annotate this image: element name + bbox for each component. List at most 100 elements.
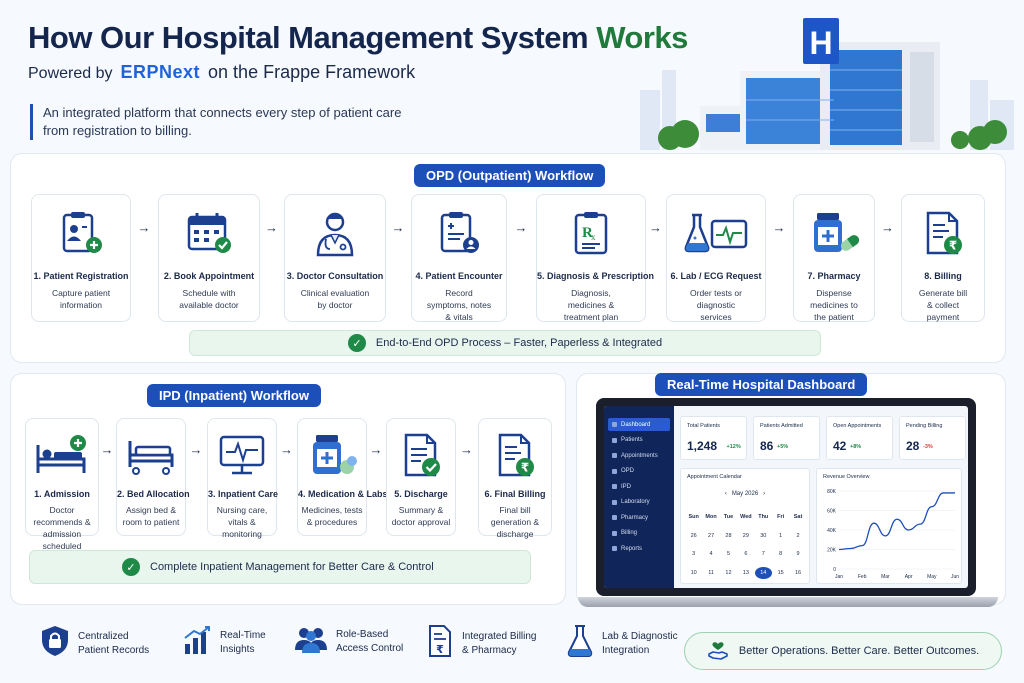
x-tick-label: Jan <box>835 574 843 580</box>
sidebar-item-label: OPD <box>621 468 635 474</box>
opd-step-title: 6. Lab / ECG Request <box>670 271 762 281</box>
revenue-title: Revenue Overview <box>823 474 870 480</box>
billing-icon: ₹ <box>426 624 454 663</box>
ipd-step-title: 2. Bed Allocation <box>117 489 190 499</box>
feature-item: ₹Integrated Billing & Pharmacy <box>426 624 540 663</box>
kpi-label: Open Appointments <box>833 423 882 429</box>
ipd-step-title: 1. Admission <box>34 489 90 499</box>
ipd-step-title: 5. Discharge <box>394 489 448 499</box>
calendar-date[interactable]: 9 <box>796 551 800 557</box>
flow-arrow-icon: → <box>189 442 203 457</box>
opd-title: OPD (Outpatient) Workflow <box>414 164 606 187</box>
revenue-line <box>838 492 955 551</box>
calendar-date[interactable]: 1 <box>779 532 783 539</box>
sidebar-item-laboratory[interactable]: Laboratory <box>608 496 670 509</box>
calendar-date[interactable]: 30 <box>760 532 767 539</box>
sidebar-item-ipd[interactable]: IPD <box>608 480 670 493</box>
y-tick-label: 0 <box>833 567 836 573</box>
svg-text:R: R <box>582 225 593 241</box>
flow-arrow-icon: → <box>265 220 278 235</box>
calendar-date[interactable]: 18 <box>702 585 719 588</box>
kpi-value: 1,248 <box>687 439 718 453</box>
calendar-date[interactable]: 3 <box>692 551 696 557</box>
calendar-date[interactable]: 11 <box>708 569 714 576</box>
ipd-title: IPD (Inpatient) Workflow <box>147 384 321 407</box>
calendar-date[interactable]: 23 <box>789 585 806 588</box>
feature-label: Real-Time Insights <box>220 629 266 655</box>
calendar-date[interactable]: 28 <box>725 532 732 539</box>
sidebar-item-appointments[interactable]: Appointments <box>608 449 670 462</box>
calendar-date[interactable]: 2 <box>796 532 800 539</box>
calendar-date[interactable]: 27 <box>708 532 715 539</box>
x-tick-label: Mar <box>881 574 890 580</box>
calendar-date[interactable]: 5 <box>726 551 730 557</box>
sidebar-item-opd[interactable]: OPD <box>608 465 670 478</box>
calendar-day-header: Mon <box>705 514 717 520</box>
svg-text:₹: ₹ <box>949 239 957 253</box>
sidebar-item-dashboard[interactable]: Dashboard <box>608 418 670 431</box>
calendar-month-label: May 2026 <box>731 491 759 497</box>
calendar-date[interactable]: 6 <box>744 551 748 557</box>
ipd-step-desc: Nursing care, vitals & monitoring <box>216 505 268 539</box>
calendar-date[interactable]: 26 <box>690 532 697 539</box>
opd-step-desc: Order tests or diagnostic services <box>690 288 742 322</box>
opd-step-title: 7. Pharmacy <box>807 271 861 281</box>
check-circle-icon: ✓ <box>122 558 140 576</box>
calendar-date[interactable]: 21 <box>755 585 772 588</box>
calendar-day-header: Sun <box>688 514 699 520</box>
doctor-icon <box>310 209 360 262</box>
appointments-icon <box>612 453 617 458</box>
calendar-date[interactable]: 4 <box>709 551 713 557</box>
sidebar-item-label: Reports <box>621 545 643 552</box>
calendar-date[interactable]: 13 <box>742 569 749 576</box>
calendar-date[interactable]: 29 <box>742 532 749 539</box>
calendar-date[interactable]: 12 <box>725 569 732 576</box>
sidebar-item-billing[interactable]: Billing <box>608 527 670 540</box>
x-tick-label: Jun <box>951 574 959 580</box>
calendar-date[interactable]: 19 <box>720 585 737 588</box>
kpi-value: 42 <box>833 439 847 453</box>
opd-banner-text: End-to-End OPD Process – Faster, Paperle… <box>375 337 663 349</box>
calendar-date[interactable]: 8 <box>779 551 783 557</box>
calendar-date[interactable]: 15 <box>777 569 784 576</box>
calendar-date[interactable]: 17 <box>685 585 702 588</box>
sidebar-item-patients[interactable]: Patients <box>608 434 670 447</box>
calendar-day-header: Fri <box>777 514 785 520</box>
ipd-step-title: 6. Final Billing <box>484 489 546 499</box>
users-icon <box>294 624 328 659</box>
ipd-step-desc: Final bill generation & discharge <box>490 505 540 539</box>
sidebar-item-reports[interactable]: Reports <box>608 542 670 555</box>
kpi-label: Pending Billing <box>906 423 943 429</box>
calendar-date[interactable]: 7 <box>761 551 765 557</box>
ipd-banner: ✓ Complete Inpatient Management for Bett… <box>29 550 531 584</box>
outcome-text: Better Operations. Better Care. Better O… <box>738 645 980 657</box>
flow-arrow-icon: → <box>280 442 293 457</box>
calendar-date[interactable]: 16 <box>794 569 802 576</box>
patients-icon <box>612 437 617 443</box>
calendar-date[interactable]: 20 <box>737 585 754 588</box>
opd-step-title: 2. Book Appointment <box>163 271 255 281</box>
y-tick-label: 20K <box>827 548 837 554</box>
clipboard-user-plus-icon <box>56 209 106 262</box>
calendar-day-header: Wed <box>740 514 752 520</box>
dashboard-icon <box>612 422 617 427</box>
kpi-label: Total Patients <box>687 423 721 429</box>
title-accent: Works <box>596 20 688 55</box>
calendar-date[interactable]: 10 <box>690 569 697 576</box>
sidebar-item-pharmacy[interactable]: Pharmacy <box>608 511 670 524</box>
ipd-step-title: 3. Inpatient Care <box>208 489 279 499</box>
flow-arrow-icon: → <box>137 220 151 235</box>
calendar-date[interactable]: 14 <box>754 566 772 579</box>
calendar-date[interactable]: 22 <box>772 585 789 588</box>
